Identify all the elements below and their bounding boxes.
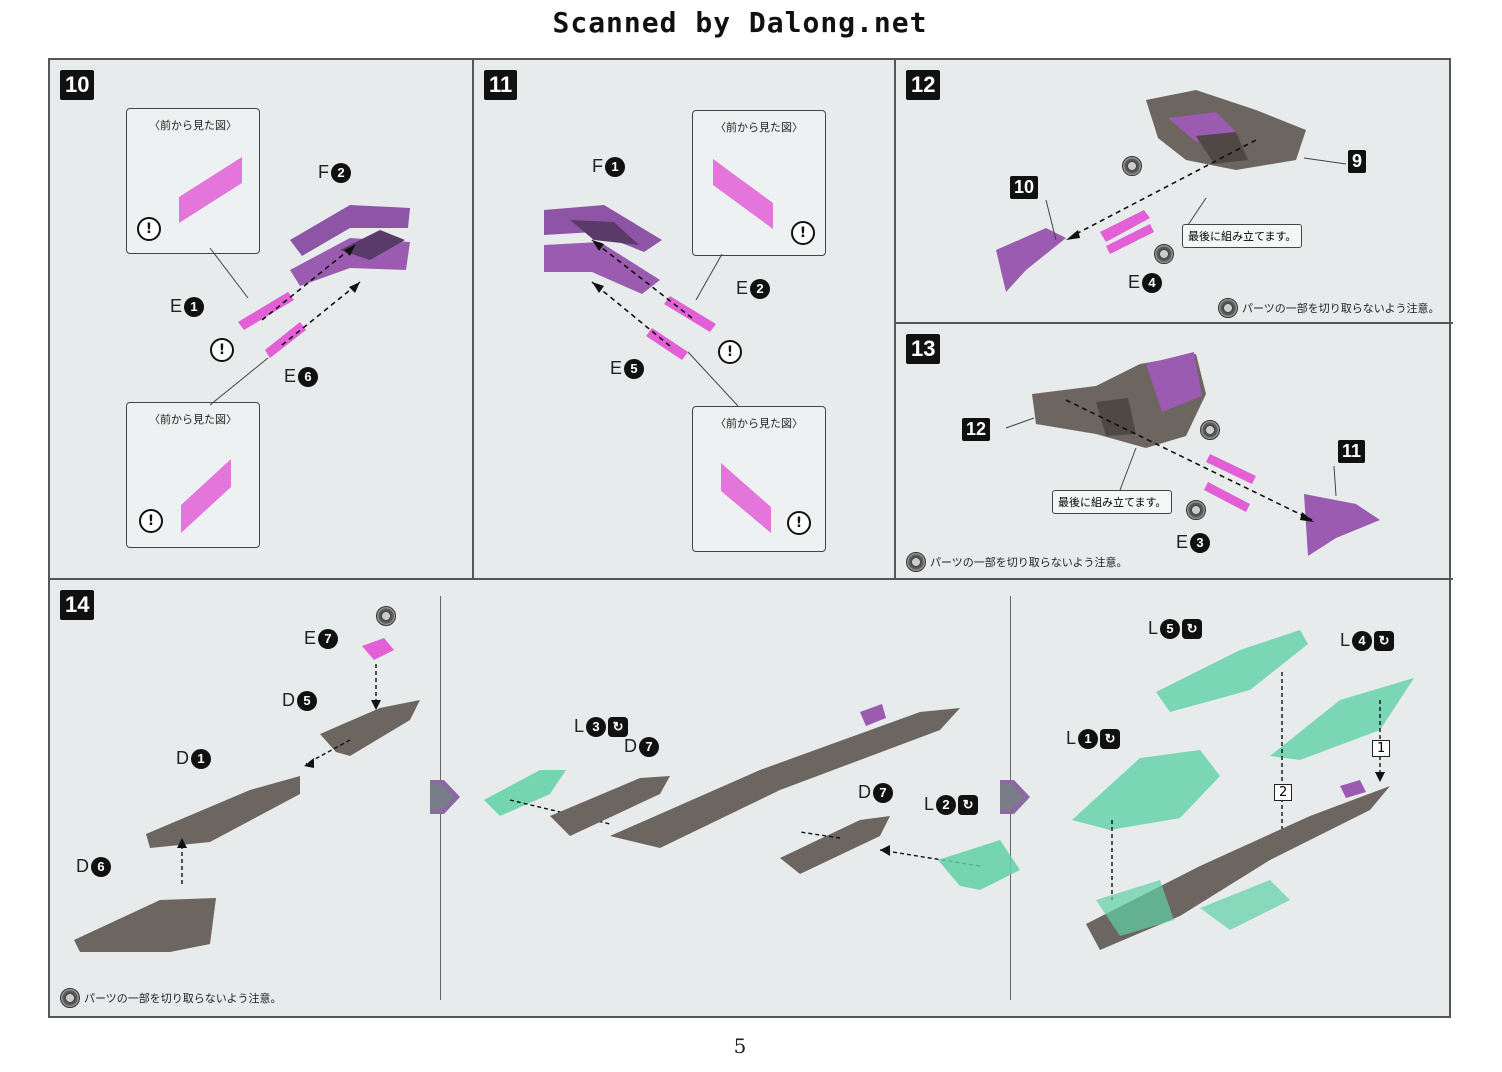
warning-icon: ! <box>718 340 742 364</box>
warning-icon: ! <box>139 509 163 533</box>
pink-part-front-view <box>713 159 773 229</box>
cut-caution-icon <box>1218 298 1238 318</box>
step-number: 10 <box>60 70 95 100</box>
warning-icon: ! <box>791 221 815 245</box>
front-view-label: 〈前から見た図〉 <box>149 413 237 426</box>
warning-icon: ! <box>210 338 234 362</box>
subassembly-ref-12: 12 <box>962 418 991 441</box>
scan-header: Scanned by Dalong.net <box>552 6 928 39</box>
front-view-box-top: 〈前から見た図〉 ! <box>126 108 260 254</box>
step-number: 11 <box>484 70 518 100</box>
step-10-panel: 10 〈前から見た図〉 ! 〈前から見た図〉 ! <box>50 60 474 580</box>
subassembly-ref-11: 11 <box>1338 440 1366 463</box>
warning-icon: ! <box>787 511 811 535</box>
front-view-box-bottom: 〈前から見た図〉 ! <box>692 406 826 552</box>
step-14c-diagram <box>1072 630 1414 950</box>
cut-caution-icon <box>1186 500 1206 520</box>
assemble-last-callout: 最後に組み立てます。 <box>1182 224 1303 248</box>
front-view-label: 〈前から見た図〉 <box>149 119 237 132</box>
next-substep-arrow-icon <box>430 780 460 814</box>
step-11-panel: 11 〈前から見た図〉 ! 〈前から見た図〉 ! <box>474 60 896 580</box>
pink-part-front-view <box>179 157 242 223</box>
rotate-mark-icon: ↻ <box>1182 619 1203 640</box>
front-view-label: 〈前から見た図〉 <box>715 121 803 134</box>
step-13-diagram <box>1005 352 1380 556</box>
order-mark-1: 1 <box>1372 740 1391 757</box>
pink-part-front-view <box>721 463 771 533</box>
step-11-diagram <box>544 205 739 407</box>
step-10-diagram <box>209 205 410 406</box>
cut-caution-icon <box>906 552 926 572</box>
front-view-label: 〈前から見た図〉 <box>715 417 803 430</box>
page-number: 5 <box>733 1034 747 1058</box>
cut-caution-icon <box>376 606 396 626</box>
cut-caution-note: パーツの一部を切り取らないよう注意。 <box>60 988 282 1008</box>
cut-caution-note: パーツの一部を切り取らないよう注意。 <box>906 552 1128 572</box>
step-number: 14 <box>60 590 95 620</box>
rotate-mark-icon: ↻ <box>1374 631 1395 652</box>
step-14a-diagram <box>74 638 420 952</box>
cut-caution-icon <box>1200 420 1220 440</box>
rotate-mark-icon: ↻ <box>608 717 629 738</box>
order-mark-2: 2 <box>1274 784 1293 801</box>
front-view-box-top: 〈前から見た図〉 ! <box>692 110 826 256</box>
cut-caution-icon <box>1122 156 1142 176</box>
pink-part-front-view <box>181 459 231 533</box>
cut-caution-icon <box>60 988 80 1008</box>
instruction-sheet: 10 〈前から見た図〉 ! 〈前から見た図〉 ! <box>48 58 1453 1018</box>
step-number: 13 <box>906 334 941 364</box>
front-view-box-bottom: 〈前から見た図〉 ! <box>126 402 260 548</box>
subassembly-ref-10: 10 <box>1010 176 1039 199</box>
rotate-mark-icon: ↻ <box>958 795 979 816</box>
warning-icon: ! <box>137 217 161 241</box>
rotate-mark-icon: ↻ <box>1100 729 1121 750</box>
step-12-diagram <box>996 90 1347 292</box>
step-14b-diagram <box>484 704 1020 890</box>
cut-caution-note: パーツの一部を切り取らないよう注意。 <box>1218 298 1440 318</box>
next-substep-arrow-icon <box>1000 780 1030 814</box>
subassembly-ref-9: 9 <box>1348 150 1367 173</box>
cut-caution-icon <box>1154 244 1174 264</box>
assemble-last-callout: 最後に組み立てます。 <box>1052 490 1173 514</box>
step-number: 12 <box>906 70 941 100</box>
